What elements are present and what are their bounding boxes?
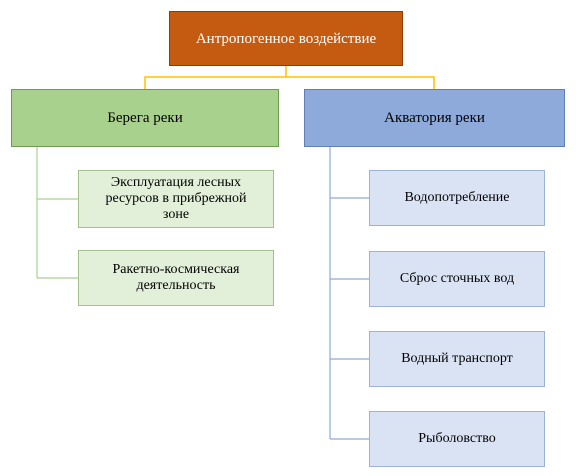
category-label: Акватория реки xyxy=(384,110,485,126)
leaf-label-line: Водопотребление xyxy=(404,190,510,205)
leaf-label-line: ресурсов в прибрежной xyxy=(105,191,247,206)
root-label: Антропогенное воздействие xyxy=(195,30,377,47)
leaf-label-line: Ракетно-космическая xyxy=(112,262,240,277)
leaf-node-forest-exploitation: Эксплуатация лесных ресурсов в прибрежно… xyxy=(78,170,274,228)
leaf-node-fishing: Рыболовство xyxy=(369,411,545,467)
leaf-node-rocket-space-activity: Ракетно-космическая деятельность xyxy=(78,250,274,306)
leaf-label-line: Рыболовство xyxy=(418,431,496,446)
blue-branch-connector xyxy=(329,147,369,440)
leaf-node-water-consumption: Водопотребление xyxy=(369,170,545,226)
category-node-water-area: Акватория реки xyxy=(304,89,565,147)
green-branch-connector xyxy=(36,147,78,279)
leaf-label-line: Сброс сточных вод xyxy=(399,271,515,286)
leaf-label-line: Эксплуатация лесных xyxy=(110,175,242,190)
leaf-label-line: деятельность xyxy=(136,278,216,293)
root-node: Антропогенное воздействие xyxy=(169,11,403,66)
leaf-node-water-transport: Водный транспорт xyxy=(369,331,545,387)
category-node-banks: Берега реки xyxy=(11,89,279,147)
leaf-node-wastewater-discharge: Сброс сточных вод xyxy=(369,251,545,307)
leaf-label-line: зоне xyxy=(162,207,190,222)
category-label: Берега реки xyxy=(107,110,183,126)
root-connector xyxy=(144,66,435,89)
leaf-label-line: Водный транспорт xyxy=(401,351,513,366)
